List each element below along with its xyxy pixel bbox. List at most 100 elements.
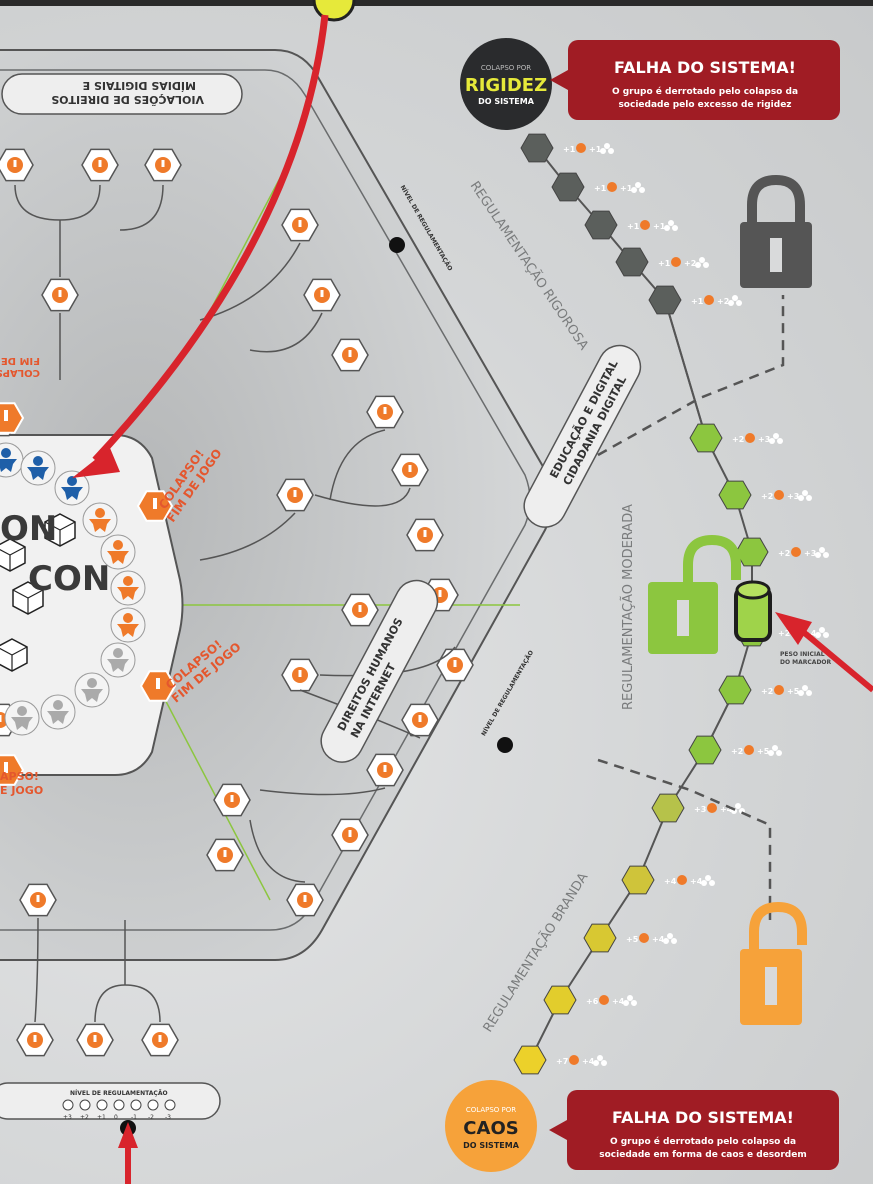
zone-rigorosa: REGULAMENTAÇÃO RIGOROSA [467,178,592,353]
hexagon-node-icon[interactable] [142,1024,178,1055]
alert-icon [640,220,650,230]
track-space[interactable]: +1 +1 [521,134,614,162]
hexagon-node-icon[interactable] [17,1024,53,1055]
center-text-1: ON [0,509,57,549]
meeple-icon[interactable] [5,701,39,735]
track-value-a: +6 [586,997,599,1006]
alert-icon [599,995,609,1005]
alert-icon [569,1055,579,1065]
alert-icon [744,745,754,755]
alert-icon [791,547,801,557]
svg-text:DO SISTEMA: DO SISTEMA [463,1141,520,1150]
people-icon [664,220,678,231]
svg-text:DO SISTEMA: DO SISTEMA [478,97,535,106]
track-value-b: +4 [612,997,625,1006]
svg-text:FALHA DO SISTEMA!: FALHA DO SISTEMA! [612,1108,794,1127]
track-value-a: +5 [626,935,639,944]
people-icon [631,182,645,193]
hexagon-node-icon[interactable] [77,1024,113,1055]
meeple-icon[interactable] [75,673,109,707]
svg-text:VIOLAÇÕES DE DIREITOS: VIOLAÇÕES DE DIREITOS [51,93,204,106]
alert-icon [774,490,784,500]
track-value-b: +1 [589,145,602,154]
alert-icon [677,875,687,885]
alert-icon [774,685,784,695]
bottom-fail-box: FALHA DO SISTEMA! O grupo é derrotado pe… [549,1090,839,1170]
svg-text:O grupo é derrotado pelo colap: O grupo é derrotado pelo colapso da [612,86,798,97]
collapse-label-mirror: COLAPSO! FIM DE [0,355,40,378]
yellow-token [314,0,354,20]
alert-icon [607,182,617,192]
track-space[interactable]: +7 +4 [514,1046,607,1074]
people-icon [728,295,742,306]
category-midias: VIOLAÇÕES DE DIREITOS MÍDIAS DIGITAIS E [2,74,242,114]
svg-text:FALHA DO SISTEMA!: FALHA DO SISTEMA! [614,58,796,77]
regulation-marker[interactable] [736,582,770,640]
track-value-a: +1 [563,145,576,154]
svg-text:NÍVEL DE REGULAMENTAÇÃO: NÍVEL DE REGULAMENTAÇÃO [70,1089,168,1097]
track-value-b: +1 [653,222,666,231]
alert-icon [576,143,586,153]
track-value-a: +2 [731,747,743,756]
people-icon [815,627,829,638]
alert-icon [745,433,755,443]
track-value-b: +4 [582,1057,595,1066]
track-value-b: +4 [652,935,665,944]
meeple-icon[interactable] [101,643,135,677]
svg-text:NÍVEL DE REGULAMENTAÇÃO: NÍVEL DE REGULAMENTAÇÃO [479,649,535,738]
track-value-b: +2 [684,259,696,268]
track-value-a: +1 [627,222,640,231]
people-icon [768,745,782,756]
svg-text:REGULAMENTAÇÃO BRANDA: REGULAMENTAÇÃO BRANDA [480,870,592,1035]
track-space[interactable]: +1+2 [649,286,742,314]
track-value-a: +7 [556,1057,568,1066]
scale-marker[interactable] [497,737,513,753]
people-icon [593,1055,607,1066]
track-value-b: +2 [717,297,729,306]
meeple-icon[interactable] [83,503,117,537]
svg-text:COLAPSO POR: COLAPSO POR [466,1106,516,1114]
nivel-tick: +3 [63,1114,72,1121]
svg-text:CAOS: CAOS [463,1118,518,1139]
track-value-a: +4 [664,877,677,886]
people-icon [798,490,812,501]
nivel-tick: +1 [97,1114,106,1121]
scale-marker[interactable] [389,237,405,253]
track-space[interactable]: +1 +1 [585,211,678,239]
nivel-tick: -2 [148,1114,154,1121]
people-icon [769,433,783,444]
track-value-b: +3 [758,435,770,444]
meeple-icon[interactable] [41,695,75,729]
track-space[interactable]: +6 +4 [544,986,637,1014]
track-space[interactable]: +2+5 [719,676,812,704]
nivel-tick: +2 [80,1114,89,1121]
track-value-a: +3 [694,805,706,814]
svg-text:COLAPSO POR: COLAPSO POR [481,64,531,72]
track-space[interactable]: +5 +4 [584,924,677,952]
meeple-icon[interactable] [21,451,55,485]
track-space[interactable]: +1+1 [552,173,645,201]
people-icon [663,933,677,944]
track-space[interactable]: +2 +3 [690,424,783,452]
track-space[interactable]: +2+5 [689,736,782,764]
track-value-a: +2 [761,687,773,696]
track-space[interactable]: +2+3 [719,481,812,509]
svg-text:E JOGO: E JOGO [0,784,43,797]
center-text-2: CON [28,559,110,599]
track-space[interactable]: +1+2 [616,248,709,276]
track-value-a: +2 [732,435,744,444]
meeple-icon[interactable] [111,608,145,642]
meeple-icon[interactable] [111,571,145,605]
top-fail-box: FALHA DO SISTEMA! O grupo é derrotado pe… [550,40,840,120]
track-space[interactable]: +2+3 [736,538,829,566]
svg-text:COLAPSO!: COLAPSO! [0,367,40,378]
svg-text:MÍDIAS DIGITAIS E: MÍDIAS DIGITAIS E [83,79,196,92]
svg-text:APSO!: APSO! [0,770,39,783]
alert-icon [671,257,681,267]
marker-label: DO MARCADOR [780,659,832,666]
nivel-scale-right: NÍVEL DE REGULAMENTAÇÃO [479,649,535,738]
track-space[interactable]: +4+4 [622,866,715,894]
track-value-b: +1 [620,184,633,193]
